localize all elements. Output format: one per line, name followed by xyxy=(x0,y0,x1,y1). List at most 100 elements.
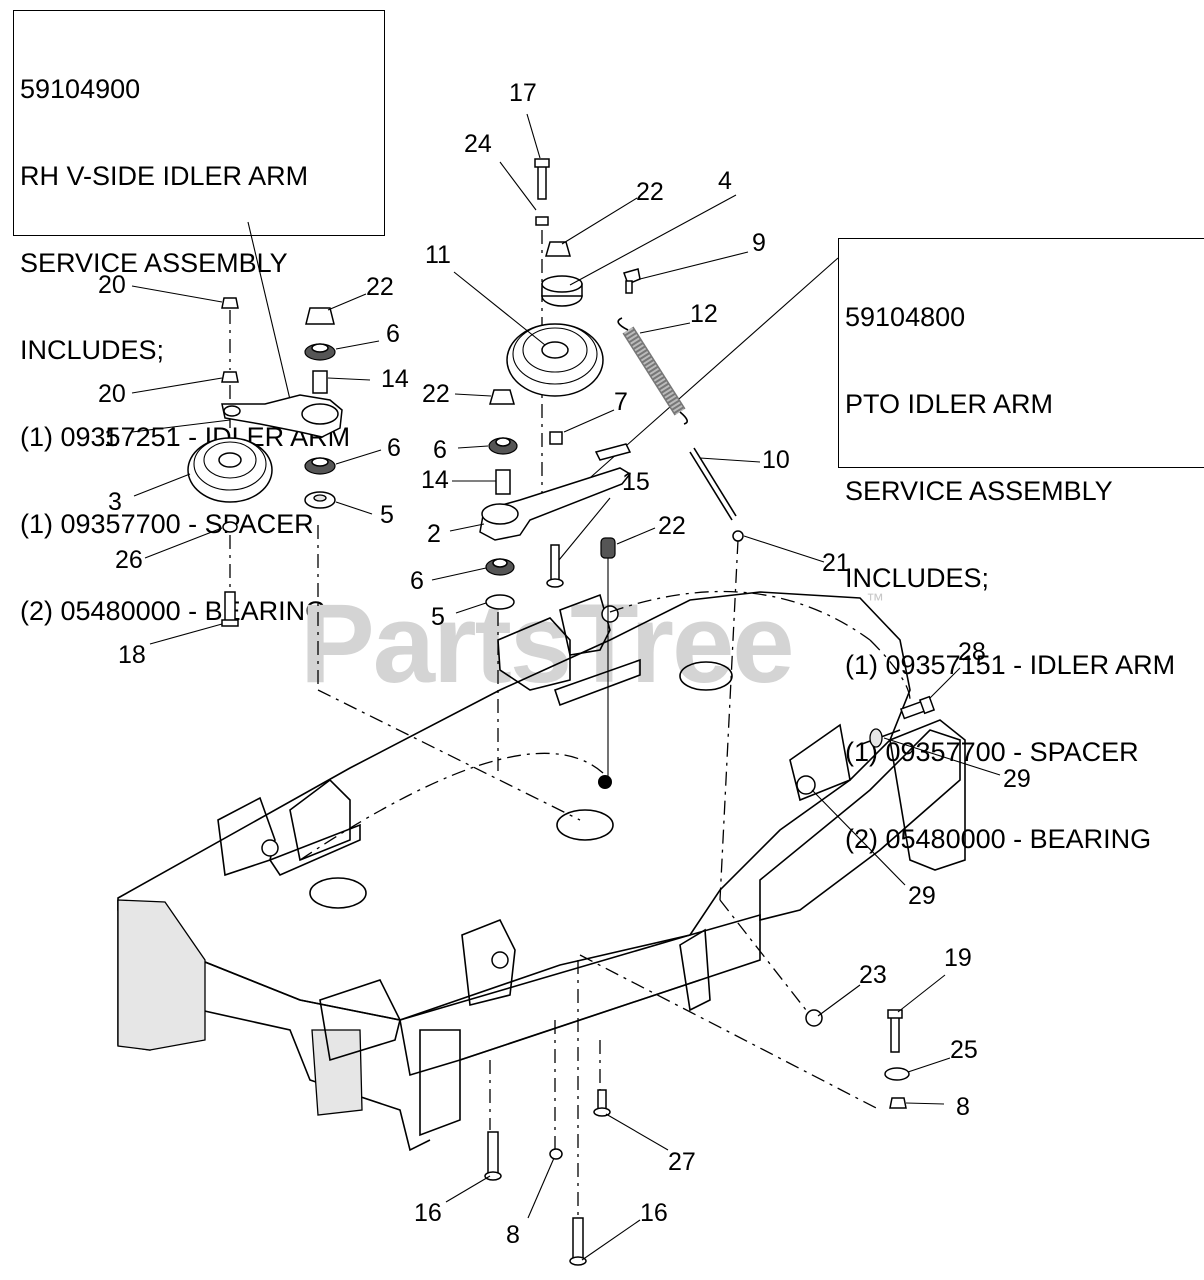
pulley-hub xyxy=(218,452,242,468)
part-8-nut xyxy=(889,1097,907,1109)
center-line xyxy=(609,590,871,641)
center-line xyxy=(719,899,807,1011)
part-25-washer xyxy=(884,1067,910,1081)
part-6-bearing-inner xyxy=(311,343,329,353)
deck-center-bracket xyxy=(497,617,571,691)
deck-right-rail xyxy=(759,729,961,922)
center-line xyxy=(719,539,739,901)
deck-nut xyxy=(796,775,816,795)
center-line xyxy=(299,752,611,861)
callout-line: SERVICE ASSEMBLY xyxy=(20,248,288,278)
part-label-leaders xyxy=(131,113,1001,1261)
part-15-pin-base xyxy=(546,578,564,588)
center-line xyxy=(869,639,911,701)
part-label-6: 6 xyxy=(433,436,447,464)
part-16-pin-base xyxy=(484,1171,502,1181)
deck-spindle-opening-right xyxy=(679,661,733,691)
part-label-22: 22 xyxy=(422,380,450,408)
part-label-19: 19 xyxy=(944,944,972,972)
part-5-washer-hole xyxy=(313,494,327,502)
part-22-flange-nut xyxy=(489,389,515,405)
part-label-3: 3 xyxy=(108,488,122,516)
part-label-15: 15 xyxy=(622,468,650,496)
callout-rh-v-side-idler-arm-assembly: 59104900 RH V-SIDE IDLER ARM SERVICE ASS… xyxy=(13,10,385,626)
deck-left-bracket-2 xyxy=(289,778,351,862)
callout-line: INCLUDES; xyxy=(20,335,165,365)
deck-front-bracket xyxy=(319,979,401,1062)
part-label-29: 29 xyxy=(908,882,936,910)
pulley-face xyxy=(522,327,588,373)
part-18-bolt xyxy=(224,591,236,625)
center-line xyxy=(317,689,581,821)
mower-deck xyxy=(117,591,966,1152)
part-7-bushing xyxy=(549,431,563,445)
part-9-shank xyxy=(625,280,633,294)
pulley-face xyxy=(203,441,257,479)
part-label-9: 9 xyxy=(752,229,766,257)
part-label-24: 24 xyxy=(464,130,492,158)
center-line xyxy=(579,954,881,1111)
callout-line: INCLUDES; xyxy=(845,563,990,593)
part-label-6: 6 xyxy=(386,320,400,348)
part-22-flange-nut xyxy=(545,241,571,257)
part-8-nut xyxy=(549,1148,563,1160)
part-number-labels: 17 24 22 4 9 11 12 20 22 6 14 20 22 7 1 … xyxy=(98,79,1031,1249)
part-label-23: 23 xyxy=(859,961,887,989)
part-5-washer xyxy=(485,594,515,610)
part-label-27: 27 xyxy=(668,1148,696,1176)
callout-line: (2) 05480000 - BEARING xyxy=(845,824,1152,854)
deck-spindle-opening-left xyxy=(309,877,367,909)
part-label-22: 22 xyxy=(636,178,664,206)
lower-hardware-group xyxy=(484,695,936,1266)
part-label-14: 14 xyxy=(421,466,449,494)
part-label-20: 20 xyxy=(98,271,126,299)
part-label-8: 8 xyxy=(506,1221,520,1249)
spring-hook xyxy=(617,317,629,331)
part-4-spacer-cap-top xyxy=(541,275,583,293)
deck-front-bracket-2 xyxy=(461,918,516,1006)
deck-spindle-opening-center xyxy=(556,809,614,841)
deck-left-plate xyxy=(268,823,361,877)
part-label-22: 22 xyxy=(658,512,686,540)
part-22-threaded-insert xyxy=(600,537,616,559)
part-label-18: 18 xyxy=(118,641,146,669)
part-6-bearing-inner xyxy=(311,457,329,467)
part-22-flange-nut xyxy=(305,307,335,325)
part-label-5: 5 xyxy=(431,603,445,631)
part-2-idler-arm xyxy=(479,467,632,541)
watermark-trademark: ™ xyxy=(866,590,884,610)
part-label-20: 20 xyxy=(98,380,126,408)
part-16-pin-base xyxy=(569,1256,587,1266)
callout-line: 59104900 xyxy=(20,74,141,104)
deck-right-end-plate xyxy=(889,719,966,871)
part-label-1: 1 xyxy=(104,424,118,452)
callout-line: RH V-SIDE IDLER ARM xyxy=(20,161,309,191)
part-15-pin xyxy=(550,544,560,583)
part-10-rod xyxy=(689,451,733,521)
part-28-bolt-head xyxy=(918,695,936,715)
part-label-4: 4 xyxy=(718,167,732,195)
part-label-29: 29 xyxy=(1003,765,1031,793)
part-20-nut xyxy=(221,371,239,383)
part-10-rod xyxy=(693,447,737,517)
part-label-6: 6 xyxy=(410,567,424,595)
part-21-nut xyxy=(732,530,744,542)
deck-channel-line xyxy=(459,979,701,1061)
callout-line: (1) 09357700 - SPACER xyxy=(20,509,314,539)
callout-leader-rh xyxy=(247,221,293,409)
part-label-6: 6 xyxy=(387,434,401,462)
part-11-pulley xyxy=(506,323,604,397)
part-label-16: 16 xyxy=(640,1199,668,1227)
part-label-11: 11 xyxy=(425,241,451,269)
part-6-bearing-inner xyxy=(495,437,511,447)
callout-line: PTO IDLER ARM xyxy=(845,389,1054,419)
part-26-washer xyxy=(222,521,238,533)
callout-leader-pto xyxy=(564,257,839,501)
part-label-14: 14 xyxy=(381,365,409,393)
callout-line: 59104800 xyxy=(845,302,966,332)
part-2-idler-arm-tab xyxy=(594,443,632,461)
pto-idler-group xyxy=(479,158,744,789)
deck-left-rail-plate xyxy=(419,1029,461,1137)
